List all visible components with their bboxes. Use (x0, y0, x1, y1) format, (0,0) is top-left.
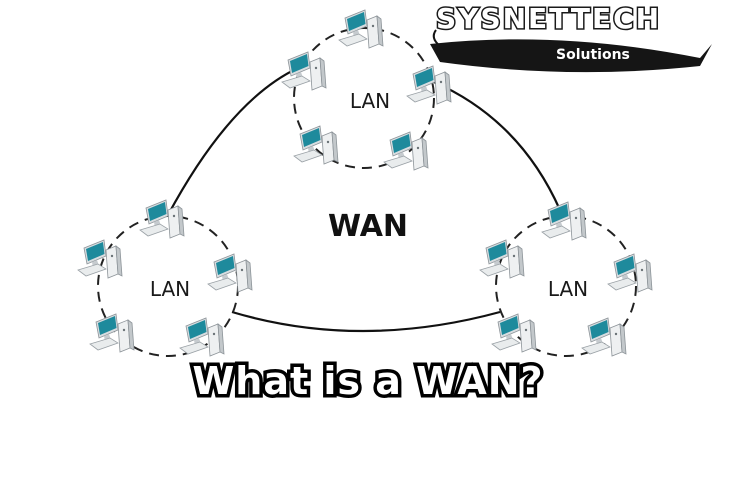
wan-label: WAN (328, 209, 408, 244)
pc-icon (541, 201, 587, 241)
pc-icon (607, 253, 653, 293)
pc-icon (293, 125, 339, 165)
wan-link-left (167, 67, 299, 216)
caption-title: What is a WAN? (192, 359, 543, 403)
wan-link-right (433, 80, 562, 211)
logo-tagline: Solutions (556, 47, 630, 63)
pc-icon (207, 253, 253, 293)
pc-icon (281, 51, 327, 91)
lan-ring-top (293, 27, 435, 169)
lan-label-left: LAN (150, 277, 190, 301)
sysnettech-logo: SYSNETTECH Solutions (430, 1, 712, 73)
wan-link-bottom (231, 310, 501, 333)
logo-brand: SYSNETTECH (436, 2, 661, 35)
lan-label-top: LAN (350, 89, 390, 113)
pc-icon (77, 239, 123, 279)
pc-icon (406, 65, 452, 105)
lan-label-right: LAN (548, 277, 588, 301)
pc-icon (179, 317, 225, 357)
pc-icon (491, 313, 537, 353)
pc-icon (581, 317, 627, 357)
pc-icon (89, 313, 135, 353)
